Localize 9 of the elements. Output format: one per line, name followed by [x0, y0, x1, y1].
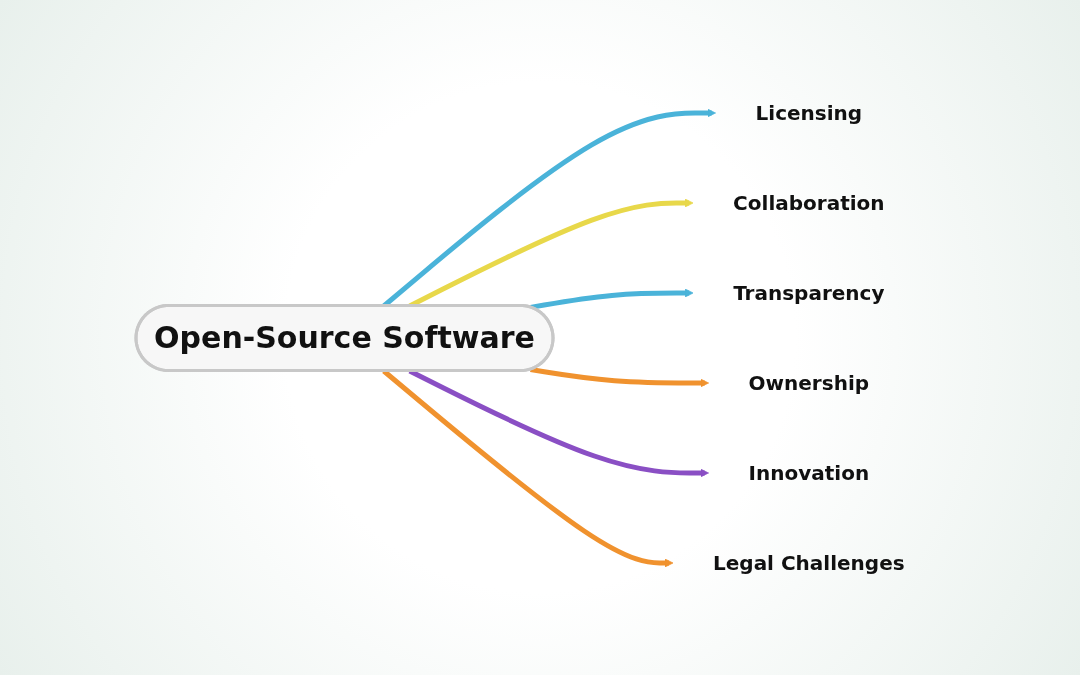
node-text: Ownership — [748, 370, 869, 395]
arrow — [381, 108, 716, 308]
arrow — [529, 366, 709, 387]
arrow — [408, 368, 709, 477]
node-text: Legal Challenges — [712, 550, 905, 575]
node-text: Innovation — [748, 460, 869, 485]
node-text: Transparency — [732, 280, 885, 305]
node-text: Licensing — [755, 100, 862, 125]
node-text: Collaboration — [732, 190, 885, 215]
